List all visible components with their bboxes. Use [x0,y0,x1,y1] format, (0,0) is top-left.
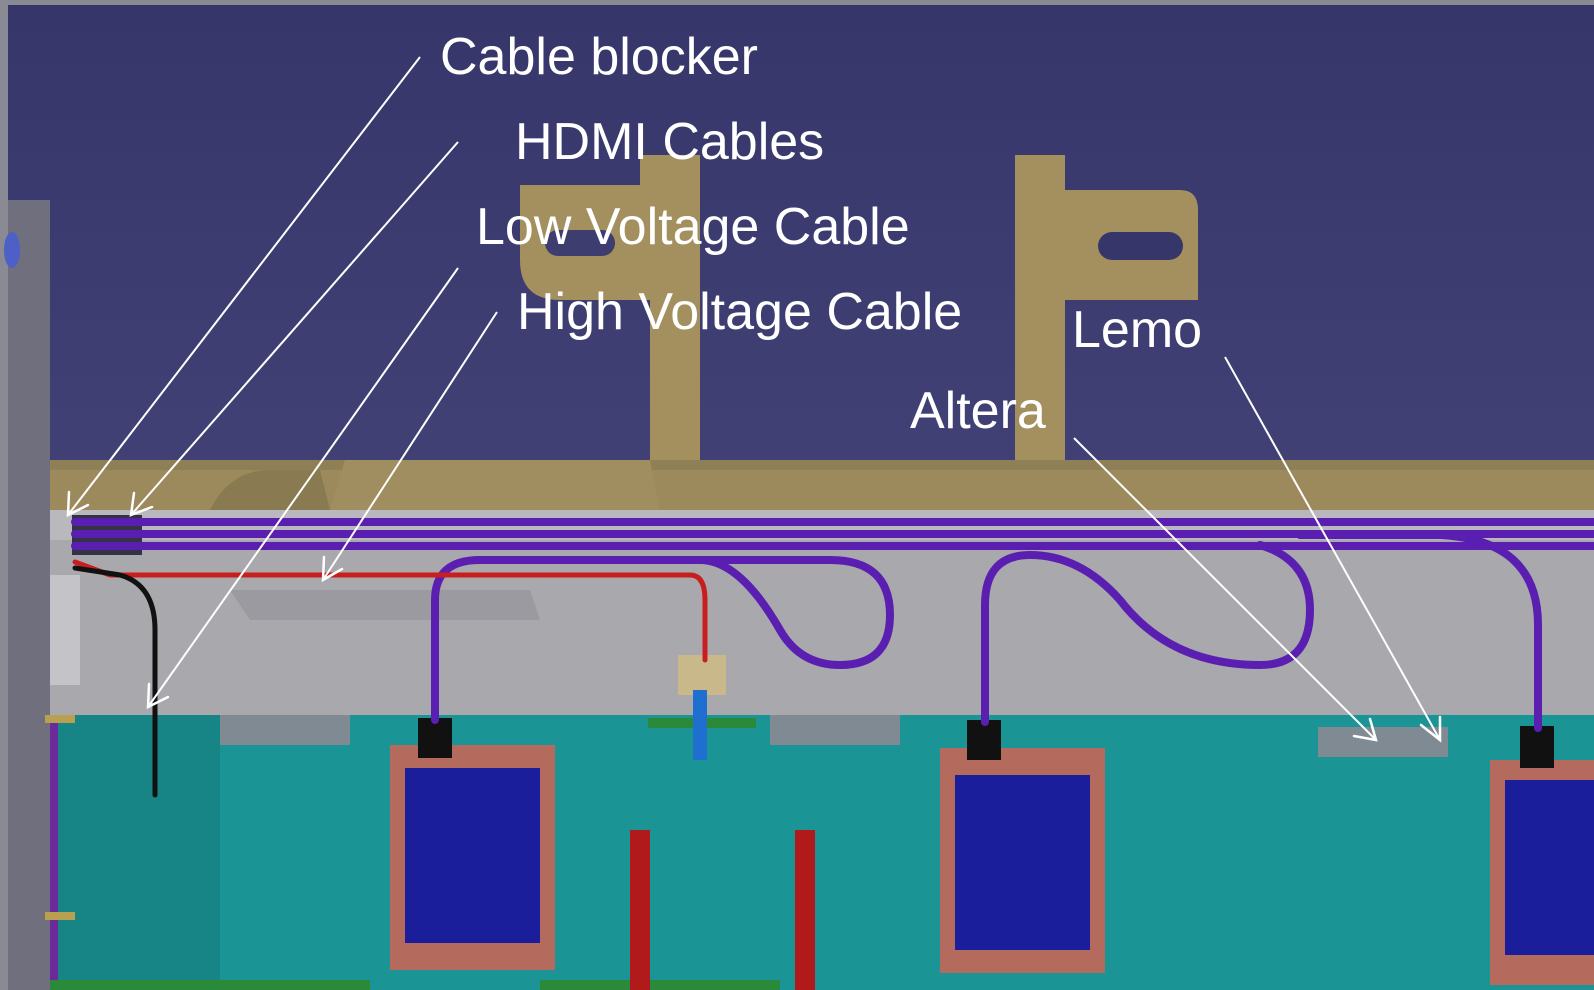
label-low-voltage-cable: Low Voltage Cable [476,198,910,256]
hdmi-cables [71,518,1594,732]
lemo-connectors [220,715,1448,757]
label-cable-blocker: Cable blocker [440,28,758,86]
main-board [45,715,1594,990]
callout-lines [66,56,1442,743]
left-side-rail [8,200,50,990]
mounting-brackets [50,155,1594,510]
label-altera: Altera [910,382,1046,440]
low-voltage-cable [72,565,158,798]
label-lemo: Lemo [1072,301,1202,359]
cable-tray [50,510,1594,720]
label-hdmi-cables: HDMI Cables [515,113,824,171]
rail-hole [4,232,20,268]
hv-connector [648,655,756,760]
high-voltage-cable [72,559,708,663]
altera-boards [390,718,1594,985]
label-high-voltage-cable: High Voltage Cable [517,283,962,341]
